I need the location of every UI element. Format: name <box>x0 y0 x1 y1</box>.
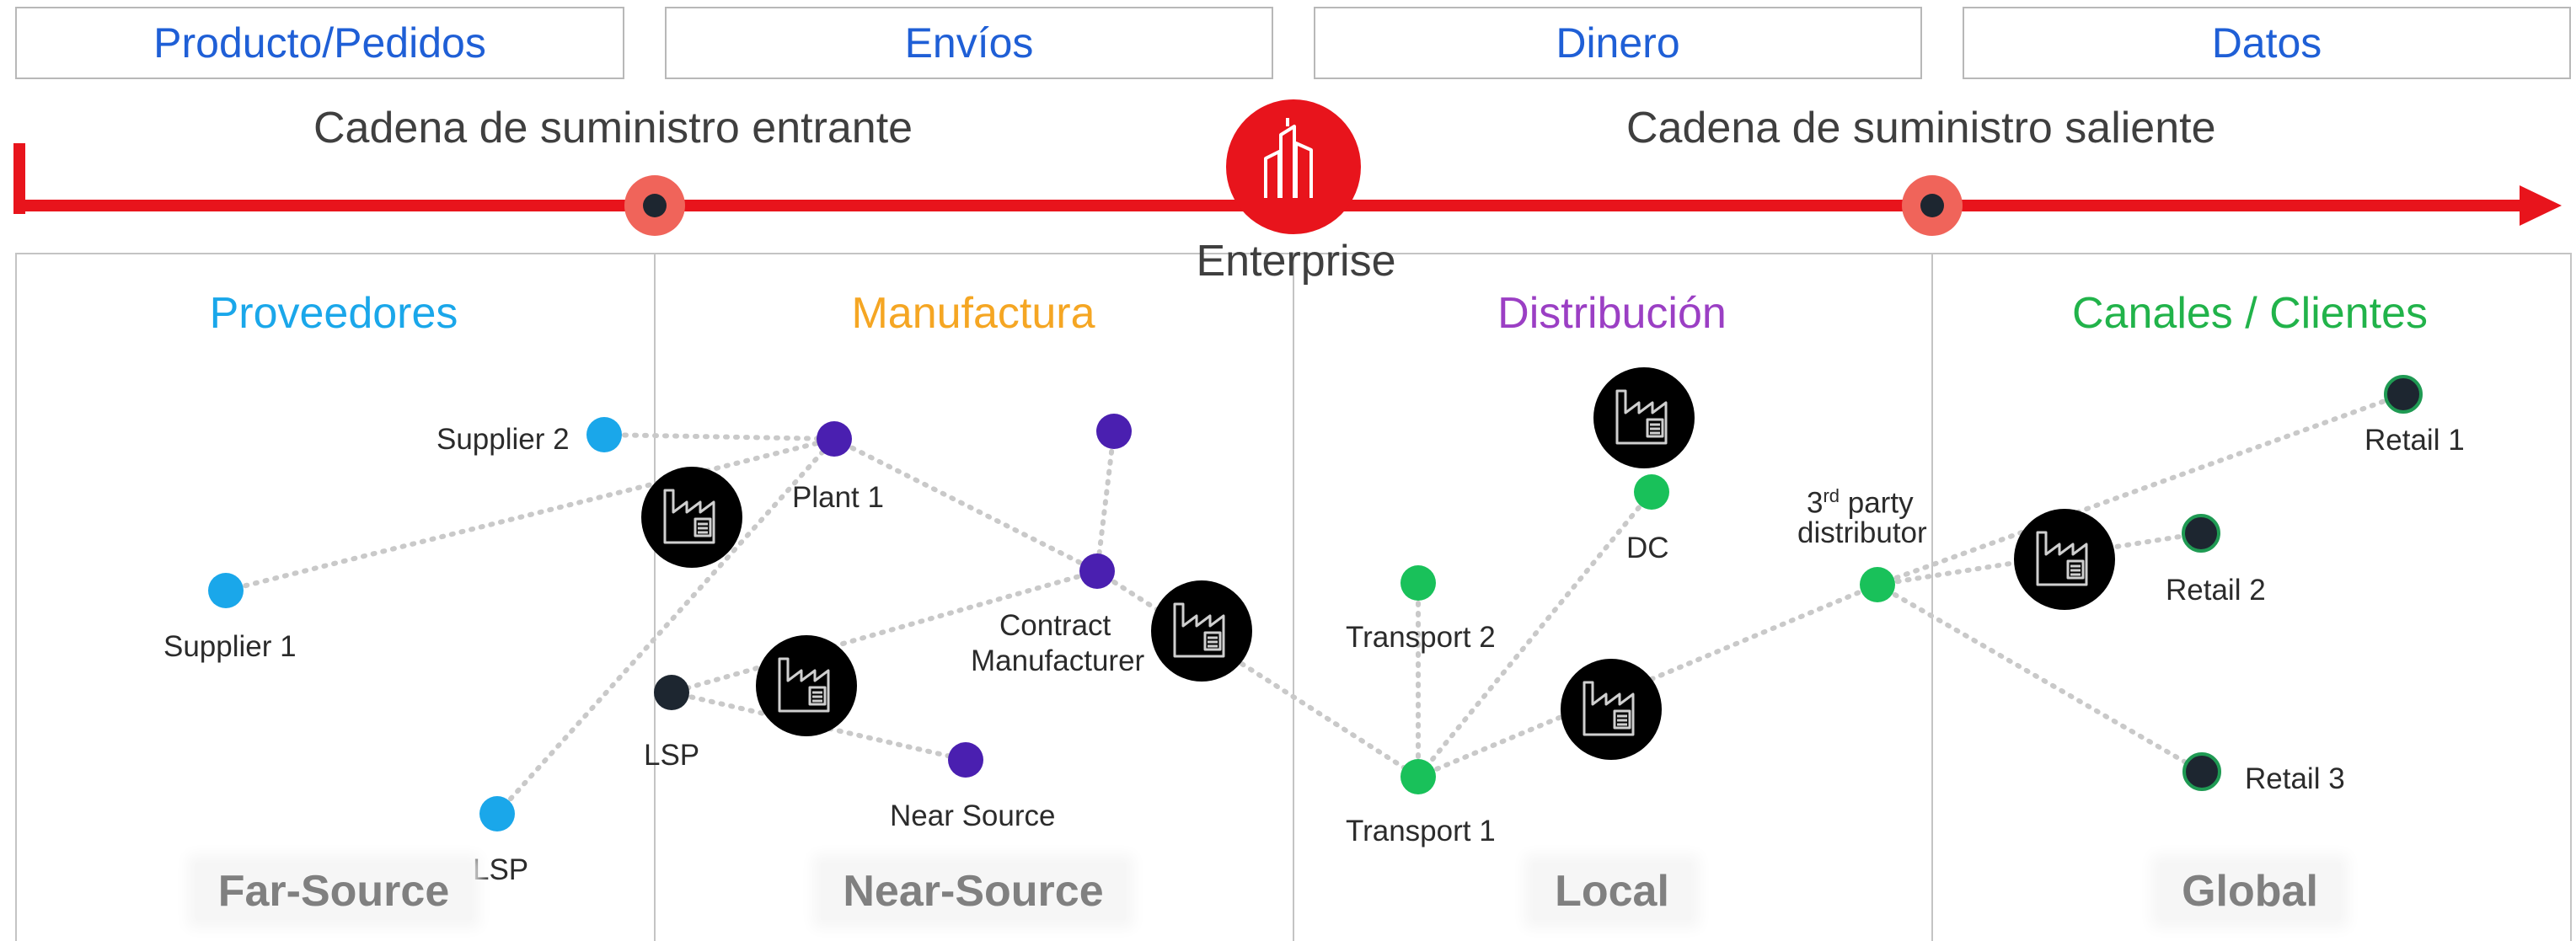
node-transport-2 <box>1400 565 1436 601</box>
tab-producto-pedidos[interactable]: Producto/Pedidos <box>15 7 624 79</box>
label-dc: DC <box>1626 532 1669 564</box>
tab-datos[interactable]: Datos <box>1963 7 2571 79</box>
node-lsp-far <box>479 796 515 831</box>
node-retail-3 <box>2182 752 2221 791</box>
label-3rd-superscript: rd <box>1823 485 1840 506</box>
connector-lines <box>223 392 2406 816</box>
label-transport-2: Transport 2 <box>1346 621 1496 654</box>
timeline-marker-inbound <box>624 175 685 236</box>
section-title-canales-clientes: Canales / Clientes <box>2072 289 2428 338</box>
footer-local: Local <box>1533 863 1691 920</box>
label-lsp-far: LSP <box>473 853 529 886</box>
label-retail-3: Retail 3 <box>2245 762 2345 795</box>
label-transport-1: Transport 1 <box>1346 815 1496 847</box>
node-near-source <box>948 742 983 778</box>
node-transport-1 <box>1400 759 1436 794</box>
section-title-proveedores: Proveedores <box>209 289 458 338</box>
label-lsp-near: LSP <box>644 739 700 772</box>
node-contract-manufacturer <box>1079 553 1115 589</box>
label-3rd-party-distributor-1: 3rd party <box>1807 479 1914 521</box>
footer-near-source: Near-Source <box>821 863 1126 920</box>
node-plant-extra <box>1096 414 1132 449</box>
node-dc <box>1634 474 1669 510</box>
label-supplier-1: Supplier 1 <box>163 630 297 663</box>
node-supplier-1 <box>208 573 244 608</box>
tab-envios[interactable]: Envíos <box>665 7 1273 79</box>
factory-icon <box>2012 507 2117 612</box>
label-contract-manufacturer-1: Contract <box>999 609 1111 642</box>
label-near-source: Near Source <box>890 799 1056 832</box>
label-contract-manufacturer-2: Manufacturer <box>971 644 1145 677</box>
inbound-supply-chain-label: Cadena de suministro entrante <box>313 104 913 152</box>
label-retail-1: Retail 1 <box>2364 424 2465 457</box>
footer-global: Global <box>2160 863 2340 920</box>
label-3rd-party-distributor-2: distributor <box>1797 516 1927 549</box>
node-supplier-2 <box>586 417 622 452</box>
section-title-distribucion: Distribución <box>1497 289 1727 338</box>
factory-icon <box>754 634 859 738</box>
node-lsp-near <box>654 675 689 710</box>
timeline-marker-outbound <box>1902 175 1963 236</box>
label-plant-1: Plant 1 <box>792 481 884 514</box>
factory-icon <box>1559 657 1663 762</box>
label-3rd-number: 3 <box>1807 486 1824 520</box>
section-title-manufactura: Manufactura <box>851 289 1095 338</box>
factory-icon <box>1149 579 1254 683</box>
enterprise-building-icon <box>1226 99 1361 234</box>
node-3rd-party-distributor <box>1860 567 1895 602</box>
factory-icon <box>640 465 744 569</box>
label-retail-2: Retail 2 <box>2166 574 2266 607</box>
node-retail-1 <box>2384 375 2423 414</box>
footer-far-source: Far-Source <box>195 863 472 920</box>
node-retail-2 <box>2182 514 2220 553</box>
node-plant-1 <box>817 421 852 457</box>
enterprise-label: Enterprise <box>1196 237 1396 286</box>
label-supplier-2: Supplier 2 <box>436 423 570 456</box>
outbound-supply-chain-label: Cadena de suministro saliente <box>1626 104 2216 152</box>
tab-dinero[interactable]: Dinero <box>1314 7 1922 79</box>
factory-icon <box>1592 366 1696 470</box>
label-3rd-party-word: party <box>1840 486 1914 520</box>
